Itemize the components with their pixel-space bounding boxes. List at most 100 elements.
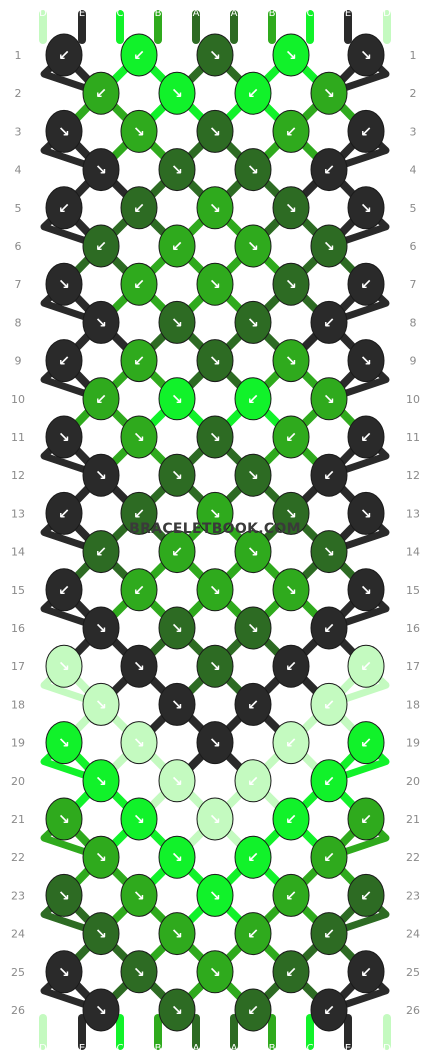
- knot-direction-arrow: ↙: [133, 48, 145, 64]
- knot-direction-arrow: ↘: [247, 621, 259, 637]
- row-number-right: 9: [410, 355, 417, 368]
- knot-direction-arrow: ↙: [323, 621, 335, 637]
- row-number-left: 2: [15, 87, 22, 100]
- row-number-right: 22: [406, 851, 420, 864]
- knot-direction-arrow: ↙: [247, 1003, 259, 1019]
- knot: [82, 148, 120, 192]
- row-number-right: 24: [406, 928, 420, 941]
- knot: [82, 530, 120, 574]
- knot: [158, 224, 196, 268]
- knot: [158, 530, 196, 574]
- string-label-top: E: [345, 8, 351, 19]
- knot: [120, 644, 158, 688]
- knot: [45, 644, 83, 688]
- knot-direction-arrow: ↘: [171, 621, 183, 637]
- knot-direction-arrow: ↙: [285, 812, 297, 828]
- knot: [196, 873, 234, 917]
- knot-direction-arrow: ↘: [209, 736, 221, 752]
- row-number-left: 8: [15, 316, 22, 329]
- knot: [158, 71, 196, 115]
- knot-direction-arrow: ↘: [58, 659, 70, 675]
- knot-direction-arrow: ↘: [58, 812, 70, 828]
- knot-direction-arrow: ↘: [209, 583, 221, 599]
- row-number-right: 2: [410, 87, 417, 100]
- knot: [158, 759, 196, 803]
- knot-direction-arrow: ↘: [133, 736, 145, 752]
- knot: [82, 71, 120, 115]
- row-number-right: 18: [406, 698, 420, 711]
- knot-direction-arrow: ↘: [209, 506, 221, 522]
- knot: [120, 568, 158, 612]
- knot-direction-arrow: ↘: [95, 1003, 107, 1019]
- knot-direction-arrow: ↙: [360, 659, 372, 675]
- knot: [234, 988, 272, 1032]
- row-number-right: 21: [406, 813, 420, 826]
- row-number-left: 17: [11, 660, 25, 673]
- knot: [120, 33, 158, 77]
- knot-direction-arrow: ↘: [209, 430, 221, 446]
- row-number-left: 10: [11, 393, 25, 406]
- knot: [196, 797, 234, 841]
- knot: [234, 759, 272, 803]
- knot-direction-arrow: ↘: [360, 583, 372, 599]
- knot: [82, 377, 120, 421]
- knot: [234, 606, 272, 650]
- knot-direction-arrow: ↘: [209, 201, 221, 217]
- knot-direction-arrow: ↙: [360, 277, 372, 293]
- row-number-right: 8: [410, 316, 417, 329]
- knot: [82, 224, 120, 268]
- knot: [158, 988, 196, 1032]
- knot-direction-arrow: ↘: [209, 48, 221, 64]
- row-number-left: 11: [11, 431, 25, 444]
- knot: [347, 491, 385, 535]
- knot-direction-arrow: ↘: [171, 774, 183, 790]
- knot-direction-arrow: ↙: [58, 583, 70, 599]
- knot: [196, 33, 234, 77]
- knot-direction-arrow: ↘: [171, 927, 183, 943]
- knot: [120, 721, 158, 765]
- string-label-bottom: A: [231, 1043, 238, 1054]
- row-number-left: 5: [15, 202, 22, 215]
- knot: [82, 300, 120, 344]
- knot-layer: ↙↙↘↘↘↙↘↙↘↘↘↘↙↙↘↘↘↙↙↙↘↘↘↙↙↘↘↘↙↘↘↙↘↘↘↙↙↙↘↘…: [45, 33, 385, 1032]
- row-number-left: 24: [11, 928, 25, 941]
- string-label-bottom: B: [269, 1043, 276, 1054]
- knot: [82, 988, 120, 1032]
- knot: [234, 912, 272, 956]
- knot-direction-arrow: ↙: [247, 774, 259, 790]
- knot-direction-arrow: ↘: [133, 812, 145, 828]
- row-number-left: 19: [11, 737, 25, 750]
- knot-direction-arrow: ↘: [171, 315, 183, 331]
- knot-direction-arrow: ↙: [285, 888, 297, 904]
- knot: [272, 33, 310, 77]
- knot-direction-arrow: ↘: [247, 468, 259, 484]
- knot-direction-arrow: ↘: [285, 354, 297, 370]
- string-label-top: D: [383, 8, 391, 19]
- string-label-bottom: E: [79, 1043, 85, 1054]
- knot-direction-arrow: ↙: [95, 86, 107, 102]
- row-number-right: 14: [406, 546, 420, 559]
- knot: [347, 721, 385, 765]
- knot-direction-arrow: ↙: [95, 392, 107, 408]
- knot: [196, 950, 234, 994]
- row-number-right: 20: [406, 775, 420, 788]
- knot-direction-arrow: ↘: [285, 583, 297, 599]
- string-label-top: E: [79, 8, 85, 19]
- knot-direction-arrow: ↘: [171, 86, 183, 102]
- knot: [158, 148, 196, 192]
- knot: [45, 568, 83, 612]
- knot: [310, 224, 348, 268]
- knot: [272, 109, 310, 153]
- knot-direction-arrow: ↙: [247, 850, 259, 866]
- knot: [234, 835, 272, 879]
- knot-direction-arrow: ↙: [285, 124, 297, 140]
- knot-direction-arrow: ↙: [360, 736, 372, 752]
- knot: [234, 530, 272, 574]
- row-number-right: 13: [406, 507, 420, 520]
- row-number-right: 7: [410, 278, 417, 291]
- knot: [347, 644, 385, 688]
- row-number-left: 23: [11, 889, 25, 902]
- knot: [196, 262, 234, 306]
- knot: [310, 300, 348, 344]
